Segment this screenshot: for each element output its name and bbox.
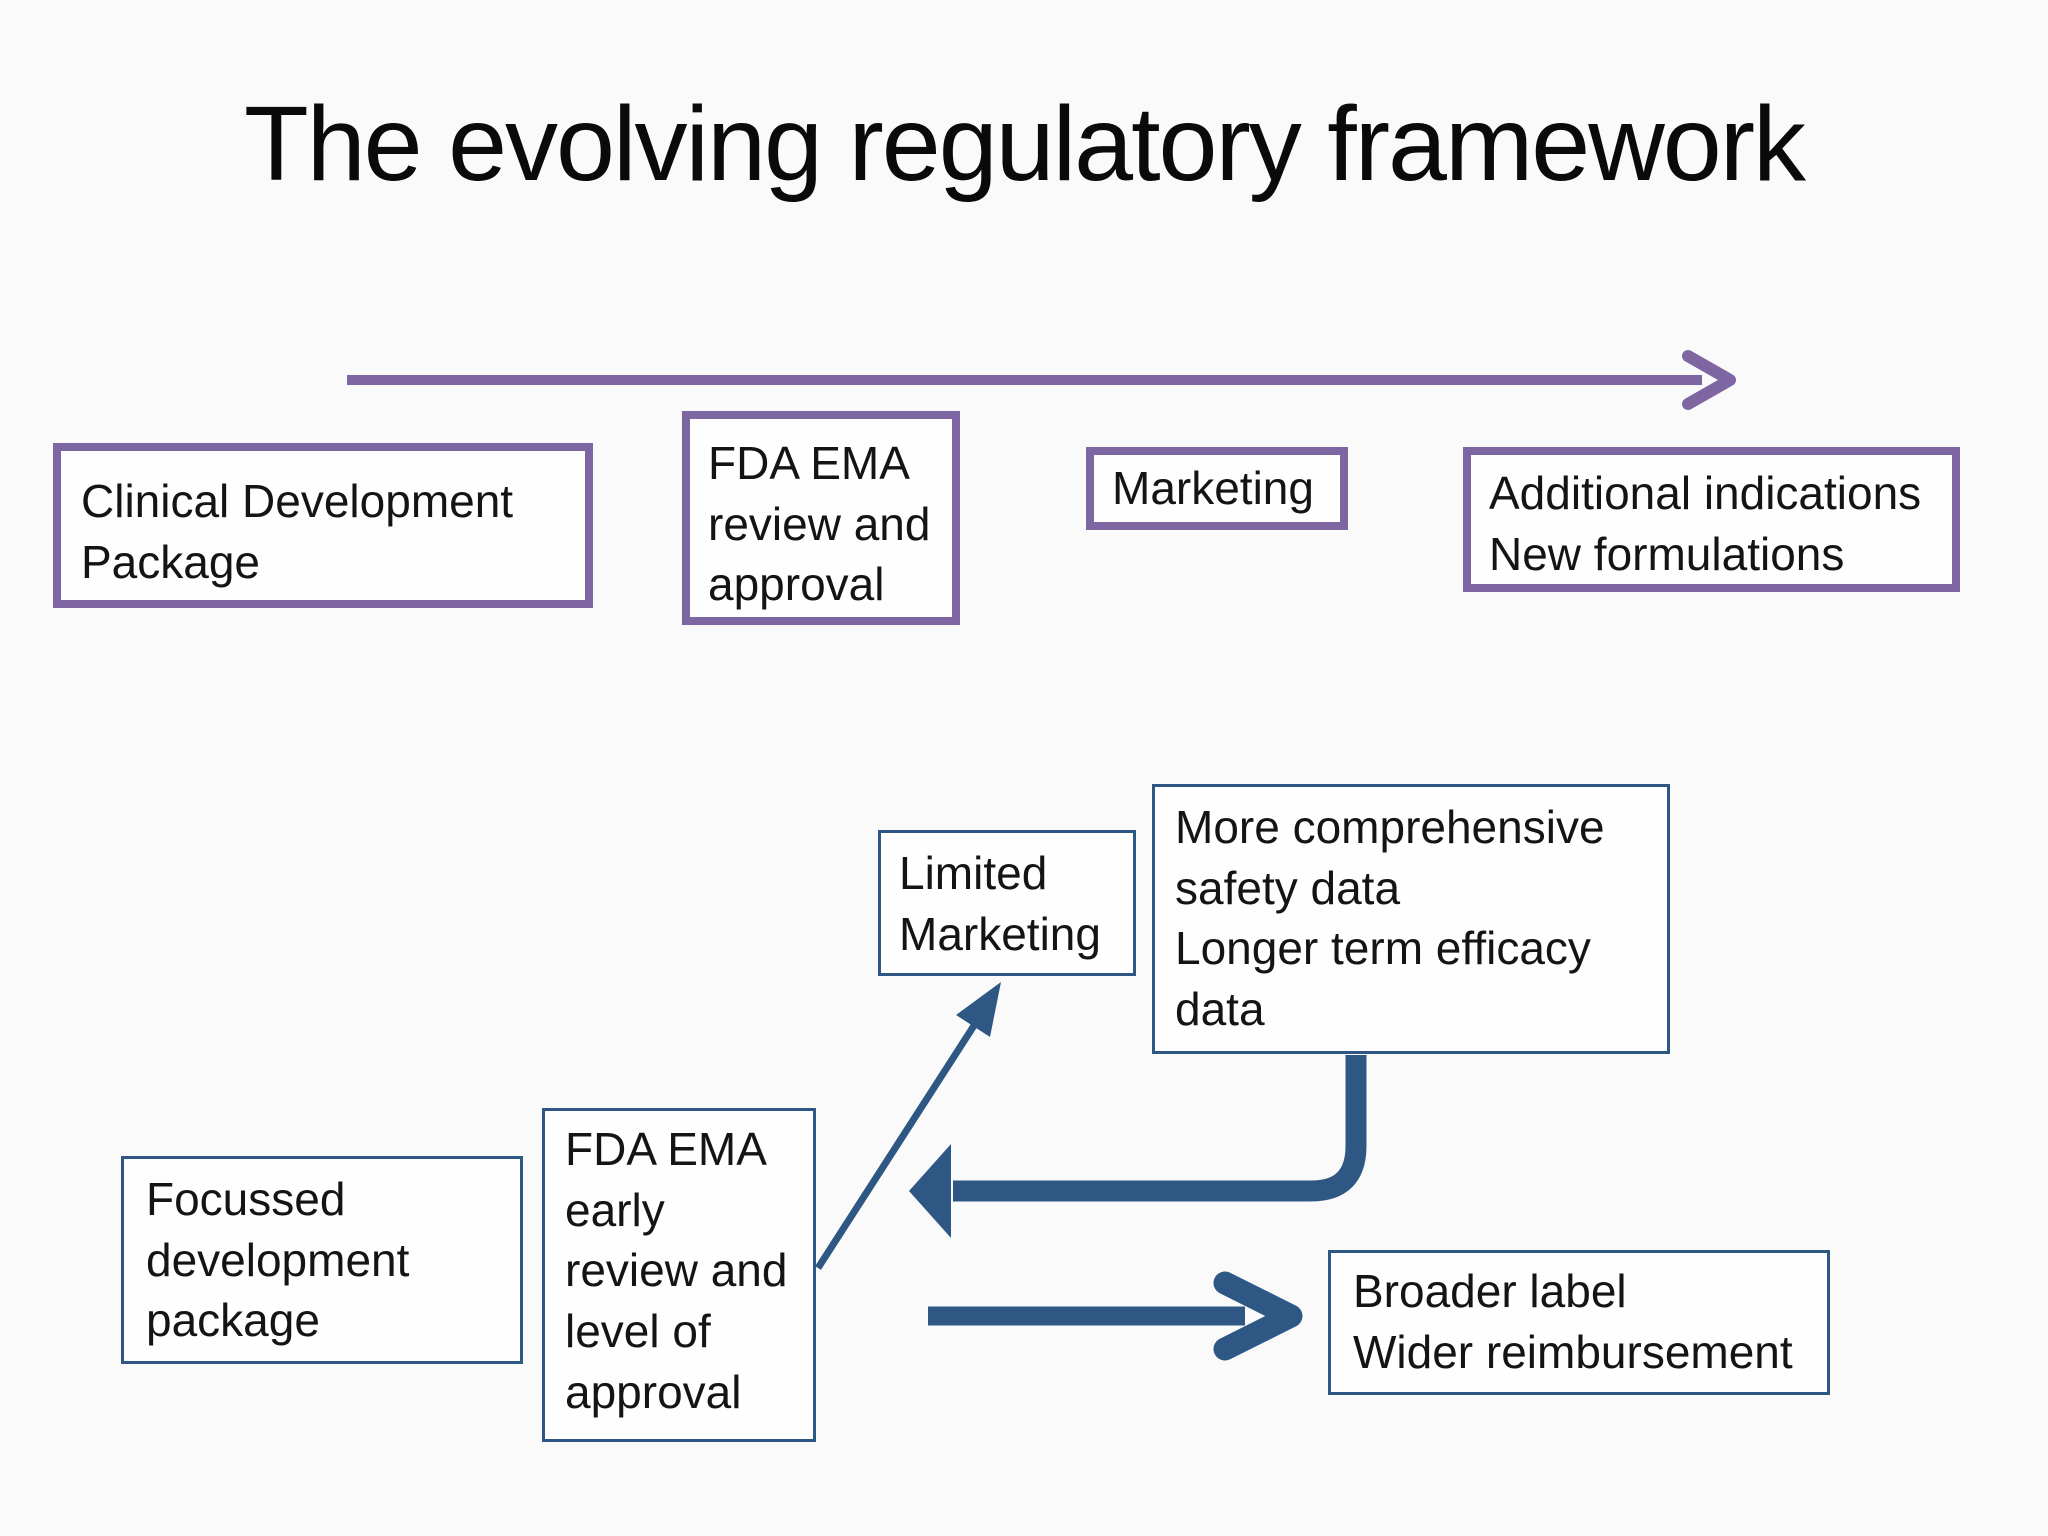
box-limited-marketing-label: Limited Marketing: [899, 847, 1101, 960]
box-broader-label-reimbursement: Broader label Wider reimbursement: [1328, 1250, 1830, 1395]
box-limited-marketing: Limited Marketing: [878, 830, 1136, 976]
box-marketing-label: Marketing: [1112, 462, 1314, 515]
box-focussed-development-package: Focussed development package: [121, 1156, 523, 1364]
straight-arrow-right-icon: [928, 1271, 1303, 1361]
slide-title: The evolving regulatory framework: [243, 85, 1806, 203]
box-clinical-development-package: Clinical Development Package: [53, 443, 593, 608]
box-fda-ema-review-approval: FDA EMA review and approval: [682, 411, 960, 625]
timeline-arrow-right-icon: [347, 350, 1736, 410]
elbow-arrow-down-left-icon: [909, 1055, 1367, 1238]
box-clinical-development-package-label: Clinical Development Package: [81, 475, 514, 588]
box-fda-ema-early-review-label: FDA EMA early review and level of approv…: [565, 1123, 788, 1418]
box-fda-ema-review-approval-label: FDA EMA review and approval: [708, 437, 931, 611]
box-additional-indications-label: Additional indications New formulations: [1489, 467, 1922, 580]
box-marketing: Marketing: [1086, 447, 1348, 530]
box-focussed-development-package-label: Focussed development package: [146, 1173, 410, 1347]
box-fda-ema-early-review: FDA EMA early review and level of approv…: [542, 1108, 816, 1442]
box-broader-label-reimbursement-label: Broader label Wider reimbursement: [1353, 1265, 1793, 1378]
box-more-comprehensive-data-label: More comprehensive safety data Longer te…: [1175, 801, 1605, 1036]
diagonal-arrow-up-right-icon: [815, 982, 1001, 1270]
box-additional-indications: Additional indications New formulations: [1463, 447, 1960, 592]
box-more-comprehensive-data: More comprehensive safety data Longer te…: [1152, 784, 1670, 1054]
